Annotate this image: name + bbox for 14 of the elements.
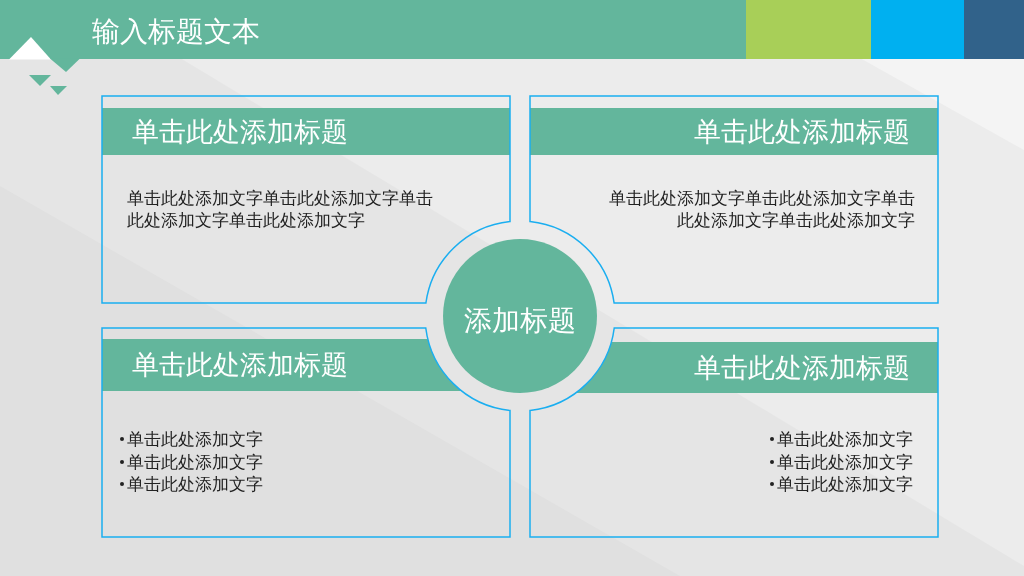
card-text: 单击此处添加文字单击此处添加文字单击此处添加文字单击此处添加文字 bbox=[608, 188, 915, 232]
card-heading: 单击此处添加标题 bbox=[132, 349, 348, 382]
bullet-text: 单击此处添加文字 bbox=[777, 429, 913, 452]
card-heading: 单击此处添加标题 bbox=[694, 115, 910, 149]
center-title: 添加标题 bbox=[464, 304, 576, 338]
bullet-text: 单击此处添加文字 bbox=[777, 451, 913, 474]
bullet-text: 单击此处添加文字 bbox=[127, 429, 263, 452]
bullet-text: 单击此处添加文字 bbox=[127, 451, 263, 474]
bullet-text: 单击此处添加文字 bbox=[127, 474, 263, 497]
card-heading: 单击此处添加标题 bbox=[132, 115, 348, 149]
card-heading: 单击此处添加标题 bbox=[694, 351, 910, 385]
slide-title: 输入标题文本 bbox=[92, 15, 260, 49]
bullet-text: 单击此处添加文字 bbox=[777, 474, 913, 497]
card-text: 单击此处添加文字单击此处添加文字单击此处添加文字单击此处添加文字 bbox=[127, 188, 434, 232]
